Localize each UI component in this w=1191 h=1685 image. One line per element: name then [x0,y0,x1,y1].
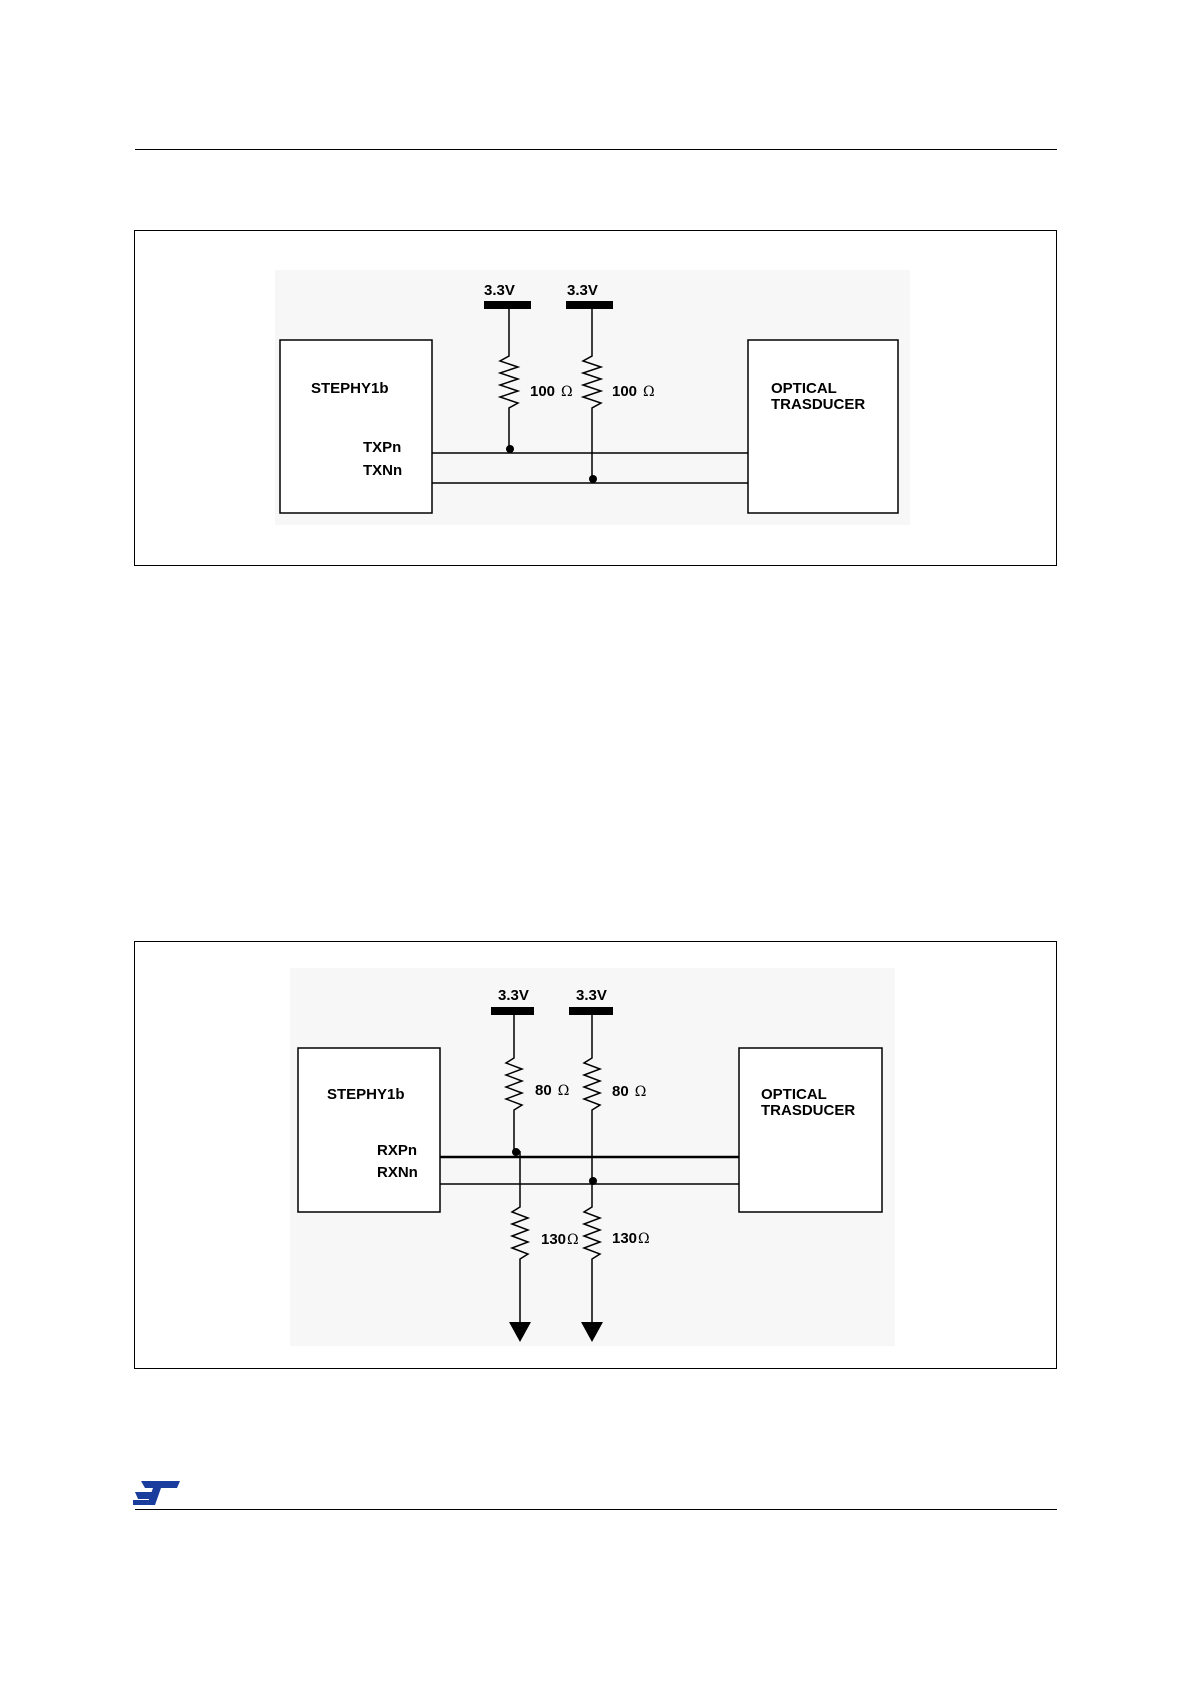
ground-arrow-2 [581,1322,603,1342]
junction-2 [589,1177,597,1185]
supply-label-1: 3.3V [498,987,529,1004]
optical-label-1: OPTICAL [761,1086,827,1103]
pullup-resistor-1 [506,1015,522,1151]
pullup-resistor-2 [584,1015,600,1184]
pin-rxp: RXPn [377,1142,417,1159]
supply-label-2: 3.3V [576,987,607,1004]
ground-arrow-1 [509,1322,531,1342]
footer-rule [135,1509,1057,1510]
pulldown-resistor-1 [512,1151,528,1322]
pin-rxn: RXNn [377,1164,418,1181]
pulldown-1-value: 130Ω [541,1231,579,1248]
optical-label-2: TRASDUCER [761,1102,855,1119]
st-logo-icon [133,1478,181,1508]
optical-block [739,1048,882,1212]
junction-1 [512,1148,520,1156]
pulldown-2-value: 130Ω [612,1230,650,1247]
pulldown-resistor-2 [584,1184,600,1322]
stephy-block [298,1048,440,1212]
stephy-label: STEPHY1b [327,1086,405,1103]
